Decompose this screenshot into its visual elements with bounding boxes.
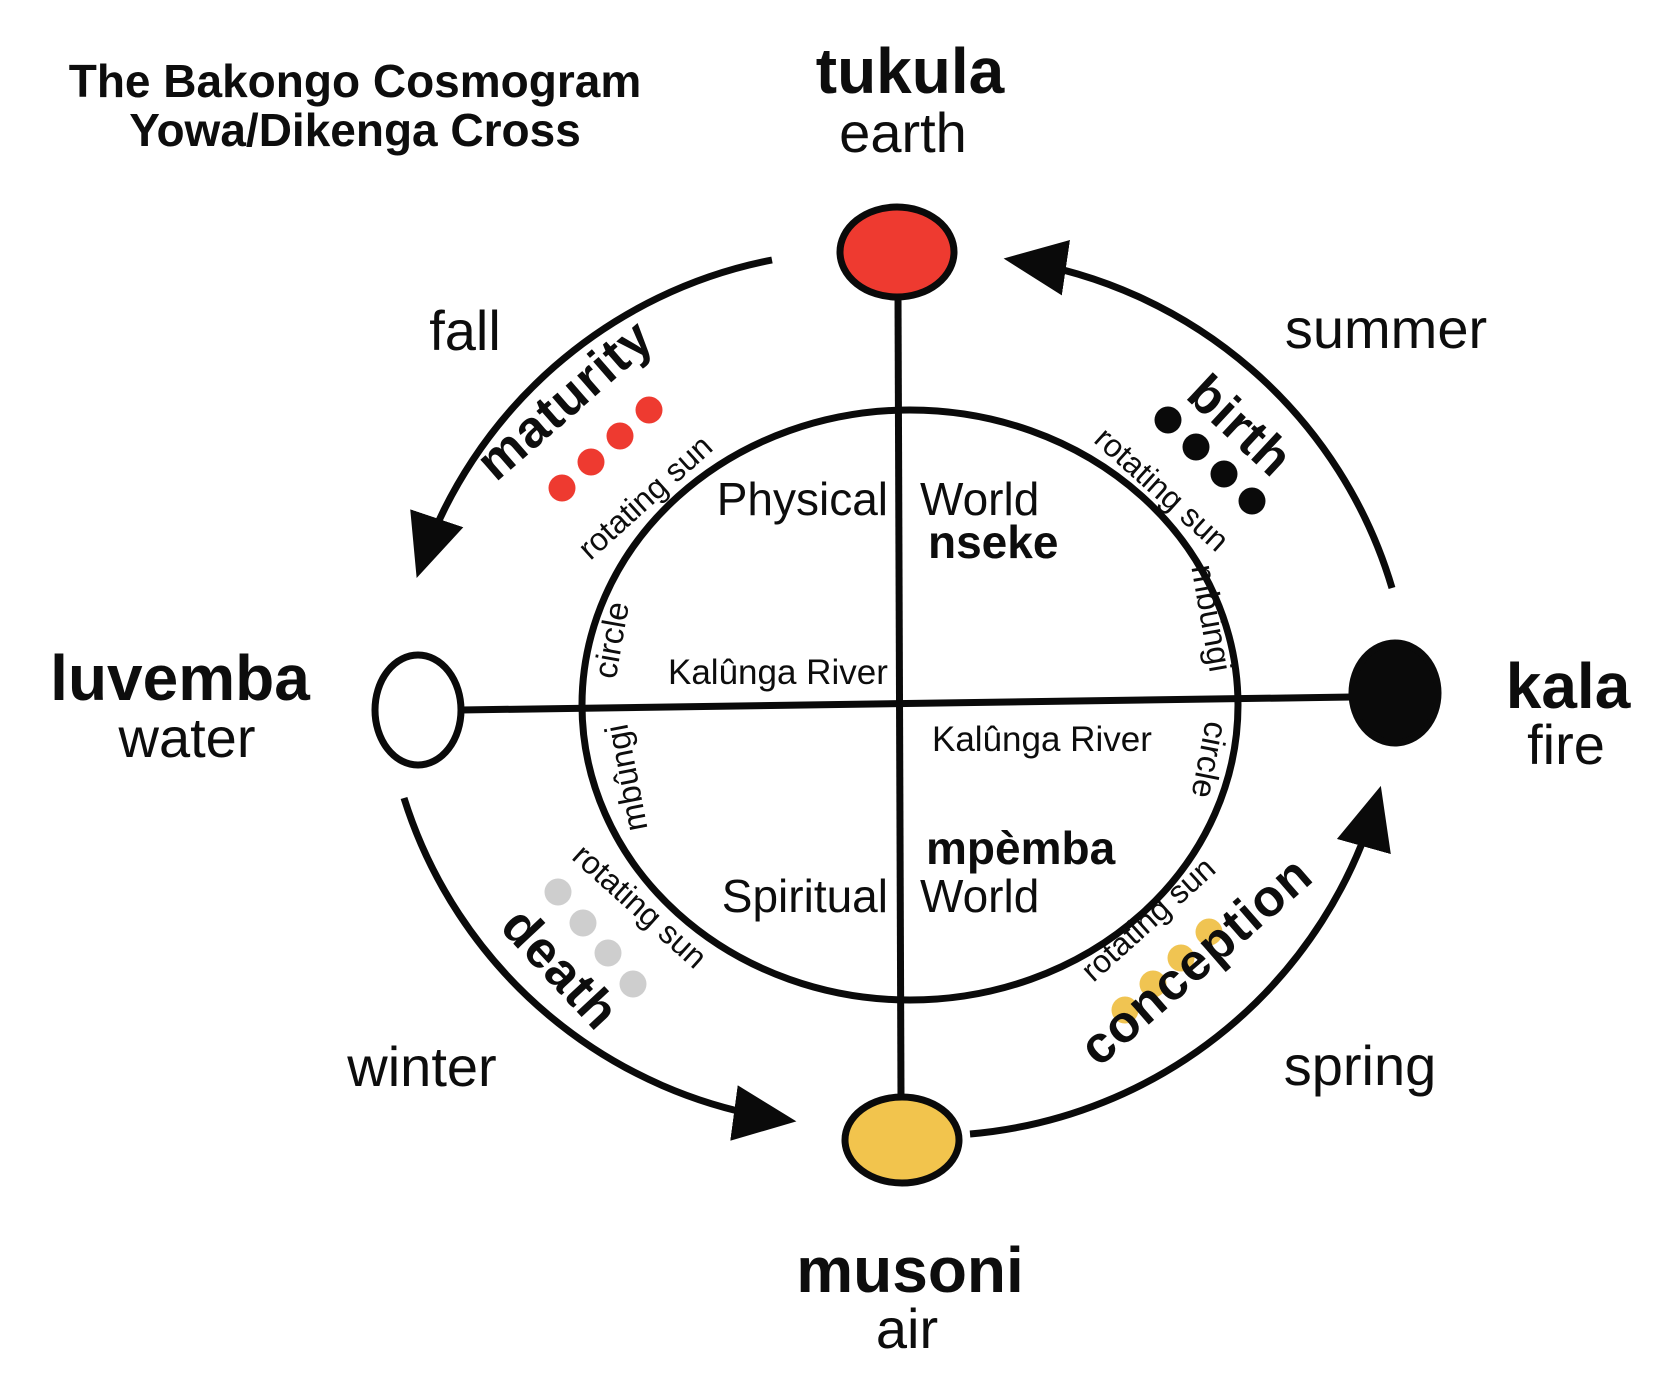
birth-dot xyxy=(1182,433,1210,461)
node-left-name: luvemba xyxy=(50,642,310,714)
luvemba-water-disk xyxy=(371,651,465,769)
node-left-element: water xyxy=(118,706,256,769)
physical-world-label-right: World xyxy=(920,473,1039,525)
birth-sun-dots xyxy=(1154,406,1266,515)
death-dot xyxy=(569,909,597,937)
maturity-dot xyxy=(577,448,605,476)
ring-label-circle-left: circle xyxy=(586,599,636,681)
maturity-dot xyxy=(635,396,663,424)
ring-label-mbungi-right: mbûngi xyxy=(1184,561,1239,674)
maturity-dot xyxy=(548,474,576,502)
conception-dot xyxy=(1195,918,1223,946)
summer-rotation-arrow xyxy=(1003,239,1396,589)
birth-dot xyxy=(1238,487,1266,515)
conception-sun-dots xyxy=(1111,918,1223,1024)
diagram-title-line2: Yowa/Dikenga Cross xyxy=(129,104,581,156)
vertical-axis-line xyxy=(894,296,905,1099)
node-top-element: earth xyxy=(839,101,967,164)
maturity-sun-dots xyxy=(548,396,663,502)
node-right-name: kala xyxy=(1506,650,1631,722)
maturity-dot xyxy=(606,422,634,450)
stage-death-label: death xyxy=(490,897,630,1042)
node-top-name: tukula xyxy=(816,35,1005,107)
kalunga-river-label-bottom: Kalûnga River xyxy=(932,720,1152,759)
season-summer-label: summer xyxy=(1285,297,1487,360)
season-winter-label: winter xyxy=(346,1035,496,1098)
node-bottom-element: air xyxy=(876,1297,938,1360)
spring-rotation-arrow xyxy=(969,785,1391,1138)
conception-dot xyxy=(1139,970,1167,998)
diagram-title-line1: The Bakongo Cosmogram xyxy=(69,55,642,107)
node-bottom-name: musoni xyxy=(796,1234,1024,1306)
conception-dot xyxy=(1167,944,1195,972)
tukula-earth-disk xyxy=(836,203,958,301)
spiritual-world-label-right: World xyxy=(920,870,1039,922)
death-dot xyxy=(594,939,622,967)
death-sun-dots xyxy=(544,878,647,998)
rotating-sun-label-topleft: rotating sun xyxy=(571,428,719,567)
stage-birth-label: birth xyxy=(1176,364,1304,489)
birth-dot xyxy=(1154,406,1182,434)
rotating-sun-label-bottomleft: rotating sun xyxy=(566,837,714,976)
mpemba-label: mpèmba xyxy=(926,822,1116,874)
musoni-air-disk xyxy=(841,1093,963,1187)
kalunga-river-label-top: Kalûnga River xyxy=(668,653,888,692)
season-spring-label: spring xyxy=(1284,1034,1437,1097)
birth-dot xyxy=(1210,460,1238,488)
nseke-label: nseke xyxy=(928,516,1058,568)
season-fall-label: fall xyxy=(429,299,501,362)
spiritual-world-label-left: Spiritual xyxy=(722,870,888,922)
horizontal-axis-line-kalunga xyxy=(460,693,1353,714)
fall-rotation-arrow xyxy=(410,256,773,578)
physical-world-label-left: Physical xyxy=(717,473,888,525)
winter-rotation-arrow xyxy=(400,796,797,1141)
kala-fire-disk xyxy=(1348,639,1442,747)
death-dot xyxy=(544,878,572,906)
death-dot xyxy=(619,970,647,998)
node-right-element: fire xyxy=(1527,713,1605,776)
conception-dot xyxy=(1111,996,1139,1024)
